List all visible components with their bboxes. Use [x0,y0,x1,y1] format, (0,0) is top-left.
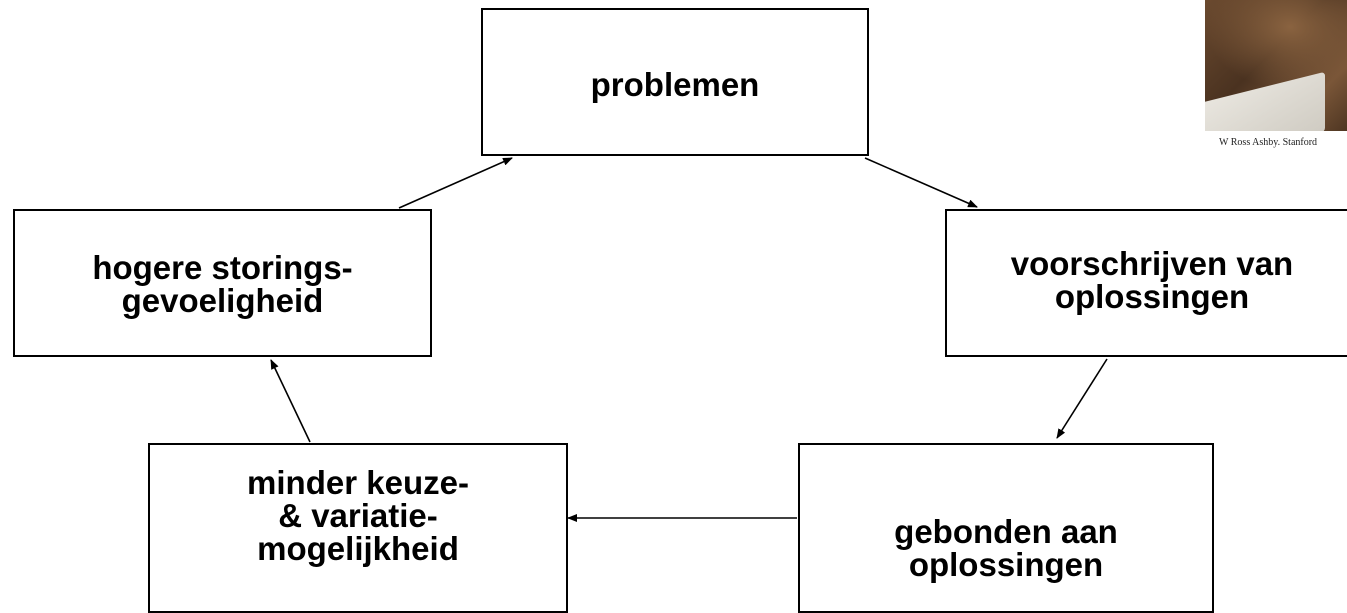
edge-hogere-to-problemen [398,157,513,209]
node-label-problemen: problemen [590,66,760,103]
ashby-photo: W Ross Ashby. Stanford [1205,0,1347,155]
node-label-minder: minder keuze- & variatie- mogelijkheid [247,464,469,567]
node-hogere-storingsgevoeligheid: hogere storings- gevoeligheid [13,209,432,357]
node-label-gebonden: gebonden aan oplossingen [894,513,1118,583]
node-label-voorschrijven: voorschrijven van oplossingen [1010,245,1294,315]
node-minder-keuze-variatie: minder keuze- & variatie- mogelijkheid [148,443,568,613]
node-gebonden-aan-oplossingen: gebonden aan oplossingen [798,443,1214,613]
edge-problemen-to-voorschrijven [864,157,978,208]
diagram-edges [270,157,1108,522]
edge-minder-to-hogere [270,359,311,443]
photo-background [1205,0,1347,90]
photo-caption: W Ross Ashby. Stanford [1205,131,1347,155]
node-problemen: problemen [481,8,869,156]
node-voorschrijven-van-oplossingen: voorschrijven van oplossingen [945,209,1347,357]
node-label-hogere: hogere storings- gevoeligheid [92,249,353,319]
edge-voorschrijven-to-gebonden [1056,358,1108,439]
